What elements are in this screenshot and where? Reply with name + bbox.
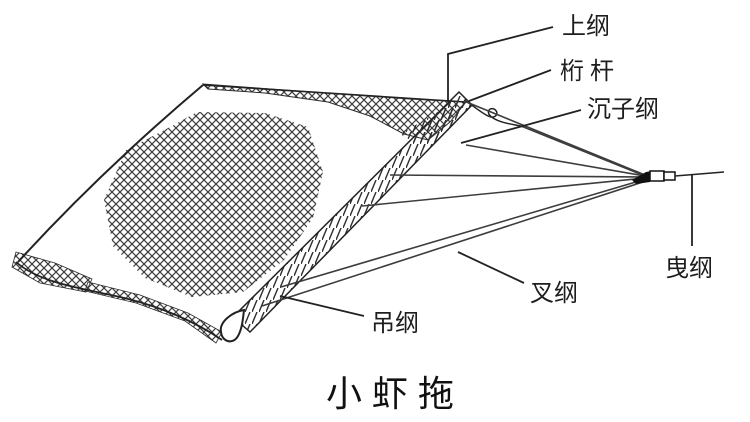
leader-sinker-line bbox=[460, 109, 582, 144]
bridle-line-from-beam-tip bbox=[463, 100, 646, 176]
net-left-edge bbox=[17, 84, 204, 263]
label-beam: 桁杆 bbox=[560, 58, 620, 85]
swivel-knot bbox=[632, 171, 652, 184]
swivel-body bbox=[649, 170, 665, 182]
leader-bridle bbox=[457, 251, 525, 284]
label-headrope: 上纲 bbox=[562, 13, 610, 40]
beam-end-loop bbox=[219, 308, 246, 343]
fork-line-lower bbox=[261, 180, 647, 307]
bridle-fan-lines bbox=[261, 100, 647, 307]
leader-beam bbox=[468, 69, 552, 102]
beam-tip-rope-coil bbox=[463, 99, 522, 127]
label-sinker-line: 沉子纲 bbox=[587, 96, 659, 123]
center-tow-rope bbox=[389, 174, 646, 178]
net-bottom-left-mesh-patch bbox=[11, 251, 93, 293]
bridle-line-from-coil bbox=[520, 125, 646, 177]
leader-hanging-line bbox=[279, 295, 365, 317]
beam-band bbox=[231, 90, 474, 334]
label-hanging-line: 吊纲 bbox=[371, 310, 419, 337]
leader-headrope bbox=[447, 26, 554, 102]
towing-warp-line bbox=[674, 171, 725, 177]
net-bottom-edge bbox=[15, 261, 223, 341]
swivel-eye bbox=[663, 171, 676, 181]
sinker-line-rope bbox=[465, 144, 646, 177]
label-bridle: 叉纲 bbox=[530, 280, 578, 307]
fork-line-upper bbox=[280, 178, 647, 288]
net-mesh-panel bbox=[104, 112, 323, 297]
bridle-line-mid-beam bbox=[361, 177, 647, 207]
beam-gather-hatch bbox=[400, 103, 464, 148]
net-top-edge bbox=[202, 84, 467, 103]
figure-title: 小虾拖 bbox=[326, 374, 464, 414]
label-towing-warp: 曳纲 bbox=[665, 255, 713, 282]
